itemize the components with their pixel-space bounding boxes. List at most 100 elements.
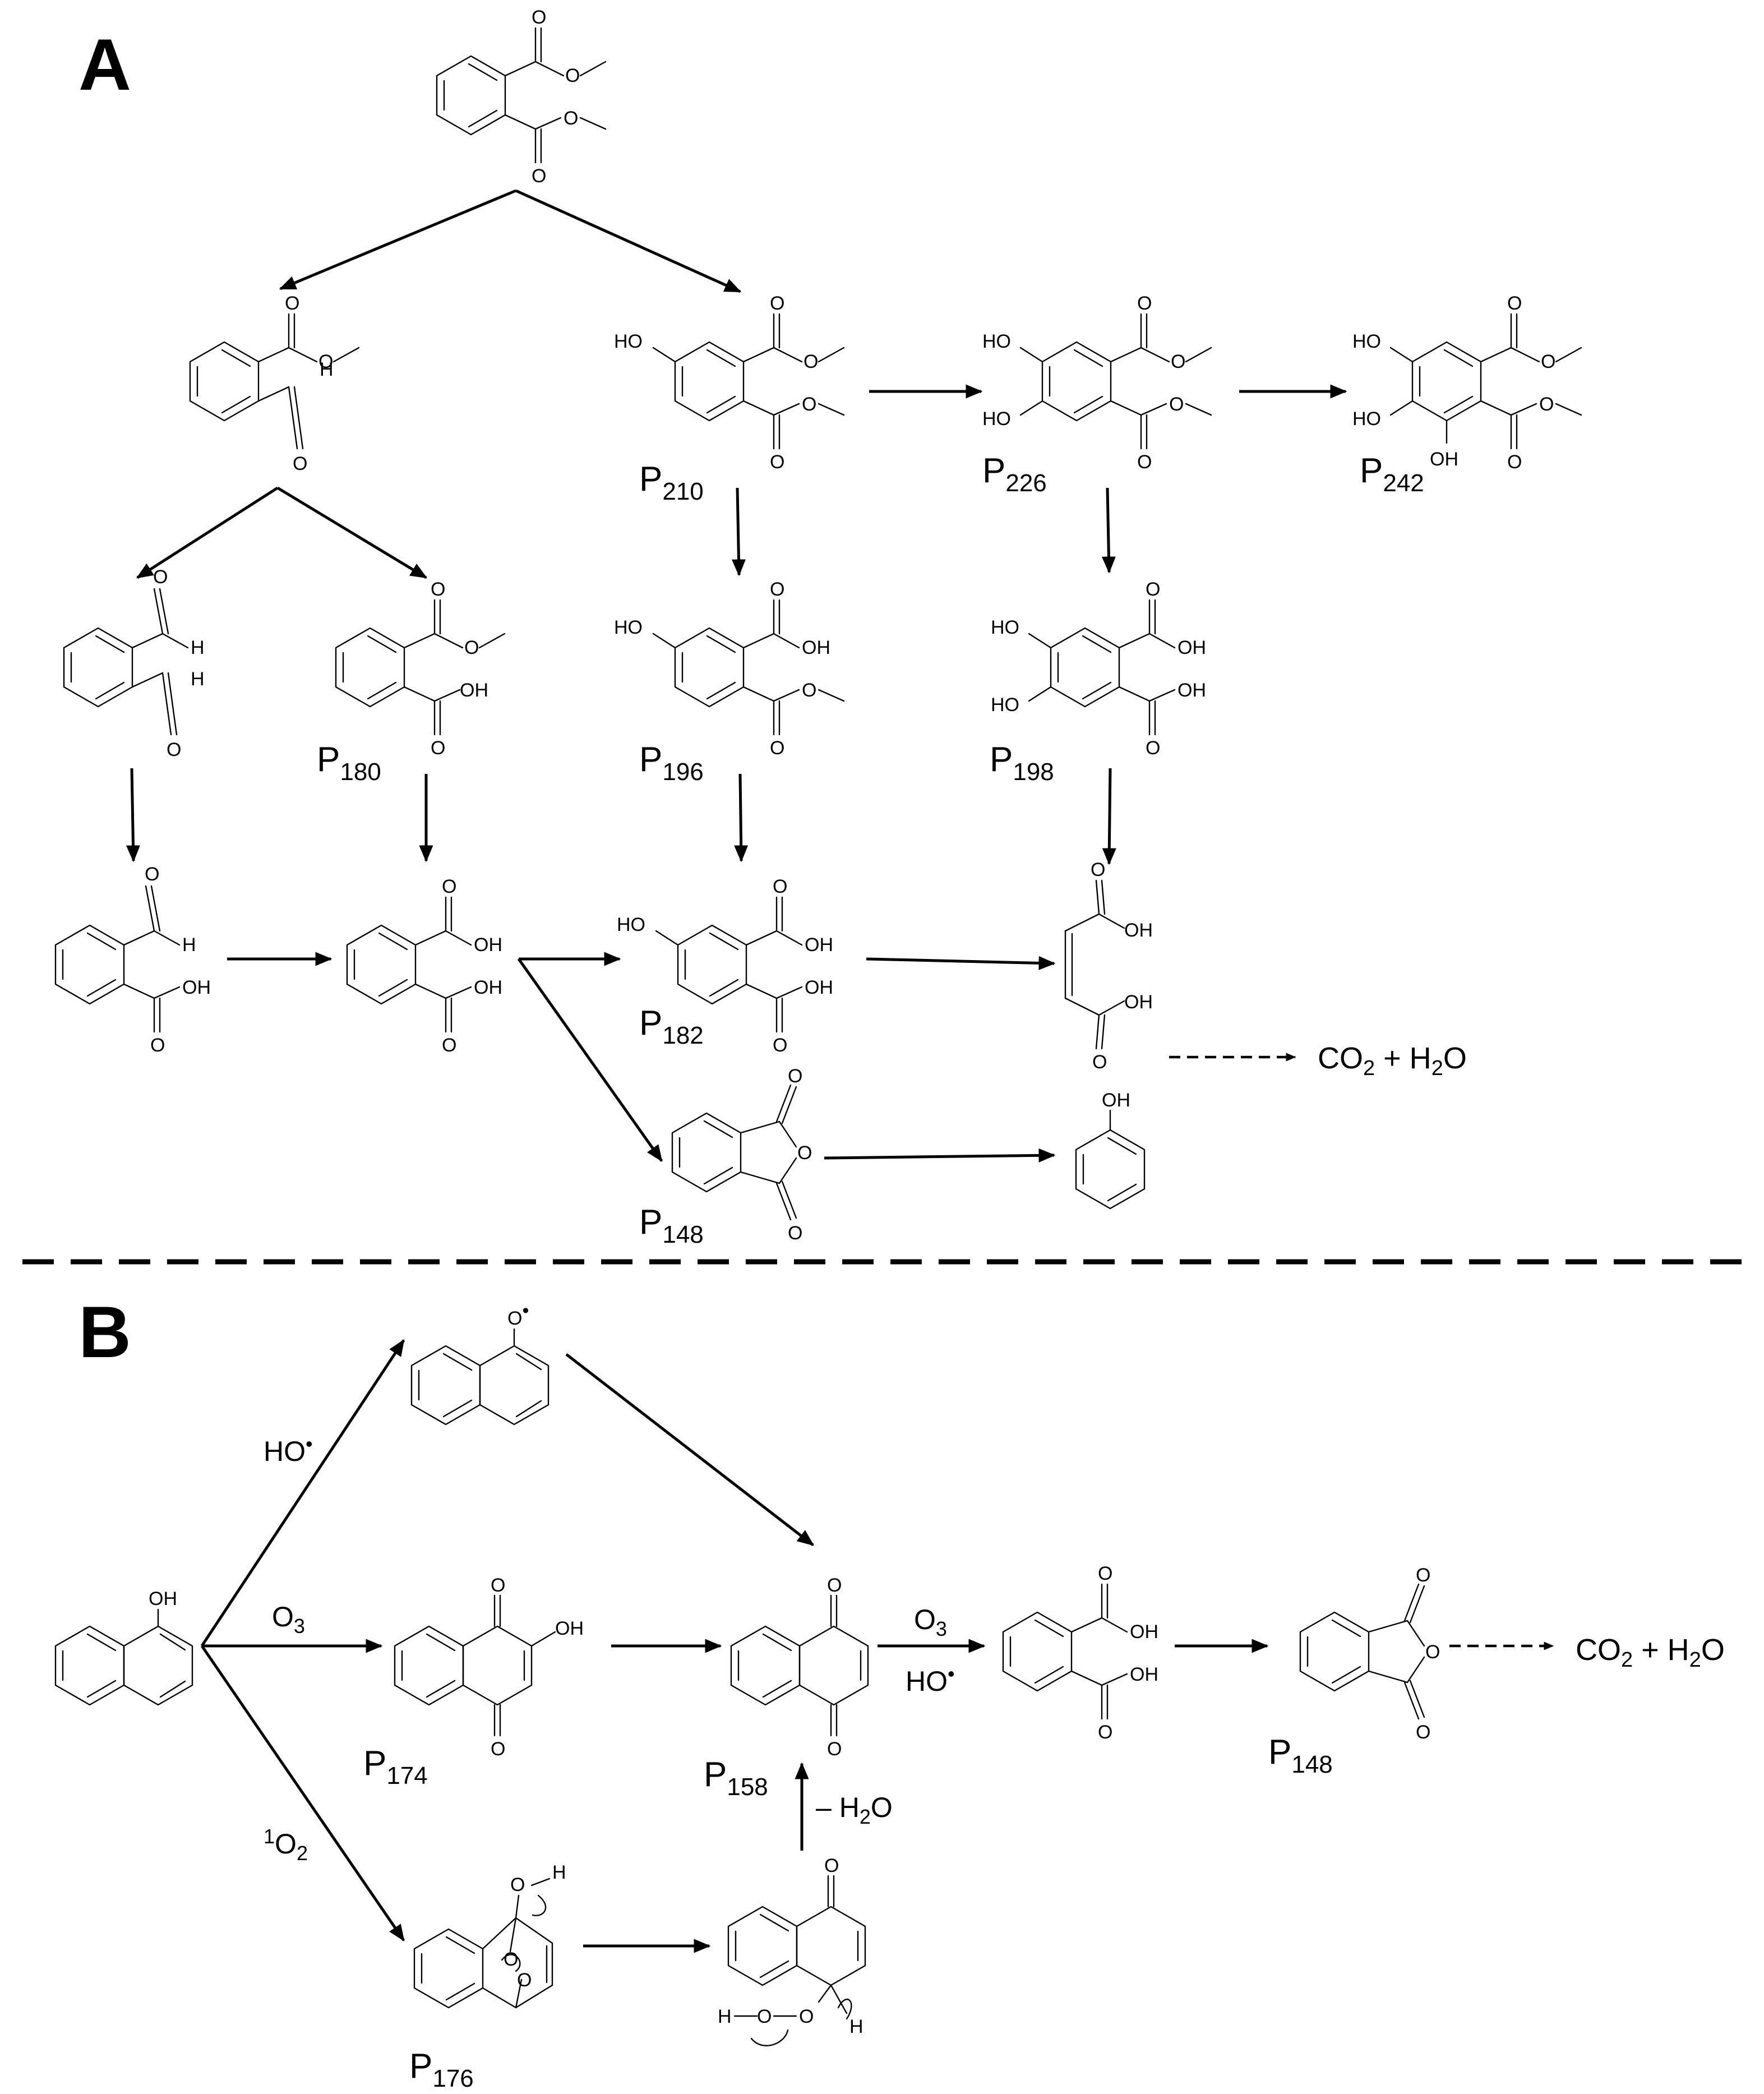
atom-ho: HO [982,408,1011,430]
final-products-b: CO2 + H2O [1576,1633,1725,1672]
atom-o: O [532,165,546,187]
atom-oh: OH [1124,991,1153,1013]
molecule-hydroperoxy-naphthalenone: O H O O H [718,1855,866,2047]
label-p210: P210 [639,460,704,505]
label-p198: P198 [990,740,1054,786]
atom-o: O [788,1223,802,1244]
atom-o: O [770,451,784,473]
atom-o: O [802,394,816,415]
atom-o: O [1092,1051,1107,1073]
reagent-hydroxyl-radical-right: HO• [906,1662,955,1697]
molecule-dimethyl-phthalate: O O O O [436,7,607,187]
atom-oh: OH [474,977,502,998]
atom-o: O [804,351,818,372]
atom-o: O [799,2006,814,2027]
atom-o: O [464,637,479,658]
panel-label-b: B [78,1291,131,1373]
atom-o: O [285,293,299,314]
atom-o: O [1416,1722,1430,1743]
atom-o: O [757,2006,772,2027]
atom-oh: OH [1177,637,1206,658]
molecule-1-naphthol: OH [54,1588,193,1706]
reagent-ozone-right: O3 [914,1604,947,1640]
atom-ho: HO [991,617,1019,638]
label-p182: P182 [639,1004,704,1049]
label-p148-a: P148 [639,1203,704,1248]
molecule-maleic-acid: O OH OH O [1064,859,1153,1073]
atom-o-radical: O• [507,1300,529,1329]
atom-o: O [1137,293,1152,314]
atom-o: O [797,1142,812,1164]
atom-o: O [150,1035,165,1056]
label-p176: P176 [409,2047,474,2092]
molecule-phthalic-acid-b: O OH OH O [1002,1563,1158,1743]
atom-ho: HO [982,331,1011,352]
molecule-p180: O O OH O [335,579,506,759]
atom-o: O [1539,394,1554,415]
atom-oh: OH [1130,1664,1158,1685]
atom-o: O [802,680,816,701]
atom-oh: OH [805,977,833,998]
atom-o: O [1091,859,1105,880]
final-products-a: CO2 + H2O [1318,1041,1467,1080]
atom-o: O [504,1949,518,1970]
atom-o: O [773,876,787,897]
molecule-methyl-formylbenzoate: O O H O [189,293,360,474]
molecule-phenol: OH [1075,1090,1146,1210]
label-p242: P242 [1360,451,1424,497]
atom-h: H [849,2016,863,2037]
atom-ho: HO [614,617,643,638]
molecule-formylbenzoic-acid: O H OH O [54,864,211,1056]
atom-o: O [1171,351,1185,372]
atom-o: O [442,876,456,897]
label-p196: P196 [639,740,704,786]
atom-o: O [1416,1565,1430,1586]
atom-o: O [145,864,159,885]
molecule-p174: O OH O [394,1575,584,1760]
atom-o: O [517,1970,532,1991]
molecule-p148-a: O O O [671,1066,812,1244]
atom-oh: OH [149,1588,177,1609]
reagent-hydroxyl-radical: HO• [264,1432,313,1467]
atom-o: O [788,1066,802,1087]
atom-h: H [320,359,334,380]
atom-h: H [182,934,196,956]
atom-o: O [1098,1722,1112,1743]
atom-o: O [565,65,580,86]
arrows-panel-b [200,1339,1554,1953]
reagent-ozone-left: O3 [272,1601,305,1638]
molecule-p176: O H O O [413,1862,566,2009]
atom-o: O [442,1035,456,1056]
molecule-p198: HO HO O OH OH O [991,579,1206,759]
atom-o: O [1098,1563,1112,1584]
arrows-panel-a [126,189,1347,1163]
label-p174: P174 [363,1744,428,1789]
atom-o: O [1146,579,1160,600]
atom-oh: OH [805,934,833,956]
atom-h: H [191,637,205,658]
atom-o: O [293,453,307,474]
atom-oh: OH [1102,1090,1130,1111]
reagent-minus-water: – H2O [816,1792,893,1828]
atom-oh: OH [1124,920,1153,941]
atom-o: O [1507,451,1522,473]
atom-o: O [827,1575,842,1596]
atom-o: O [1146,737,1160,759]
molecule-p242: HO HO OH O O O O [1352,293,1582,473]
atom-ho: HO [1352,408,1381,430]
molecule-p182: HO O OH OH O [617,876,833,1056]
atom-oh: OH [1177,680,1206,701]
atom-o: O [770,579,784,600]
atom-o: O [510,1874,525,1895]
molecule-naphthoxyl-radical: O• [410,1300,549,1426]
atom-o: O [1169,394,1184,415]
molecule-p210: HO O O O O [614,293,845,473]
molecule-p196: HO O OH O O [614,579,845,759]
reagent-singlet-oxygen: 1O2 [264,1825,308,1865]
label-p180: P180 [317,740,381,786]
atom-o: O [1507,293,1522,314]
atom-o: O [770,737,784,759]
atom-oh: OH [460,680,488,701]
atom-o: O [1541,351,1555,372]
